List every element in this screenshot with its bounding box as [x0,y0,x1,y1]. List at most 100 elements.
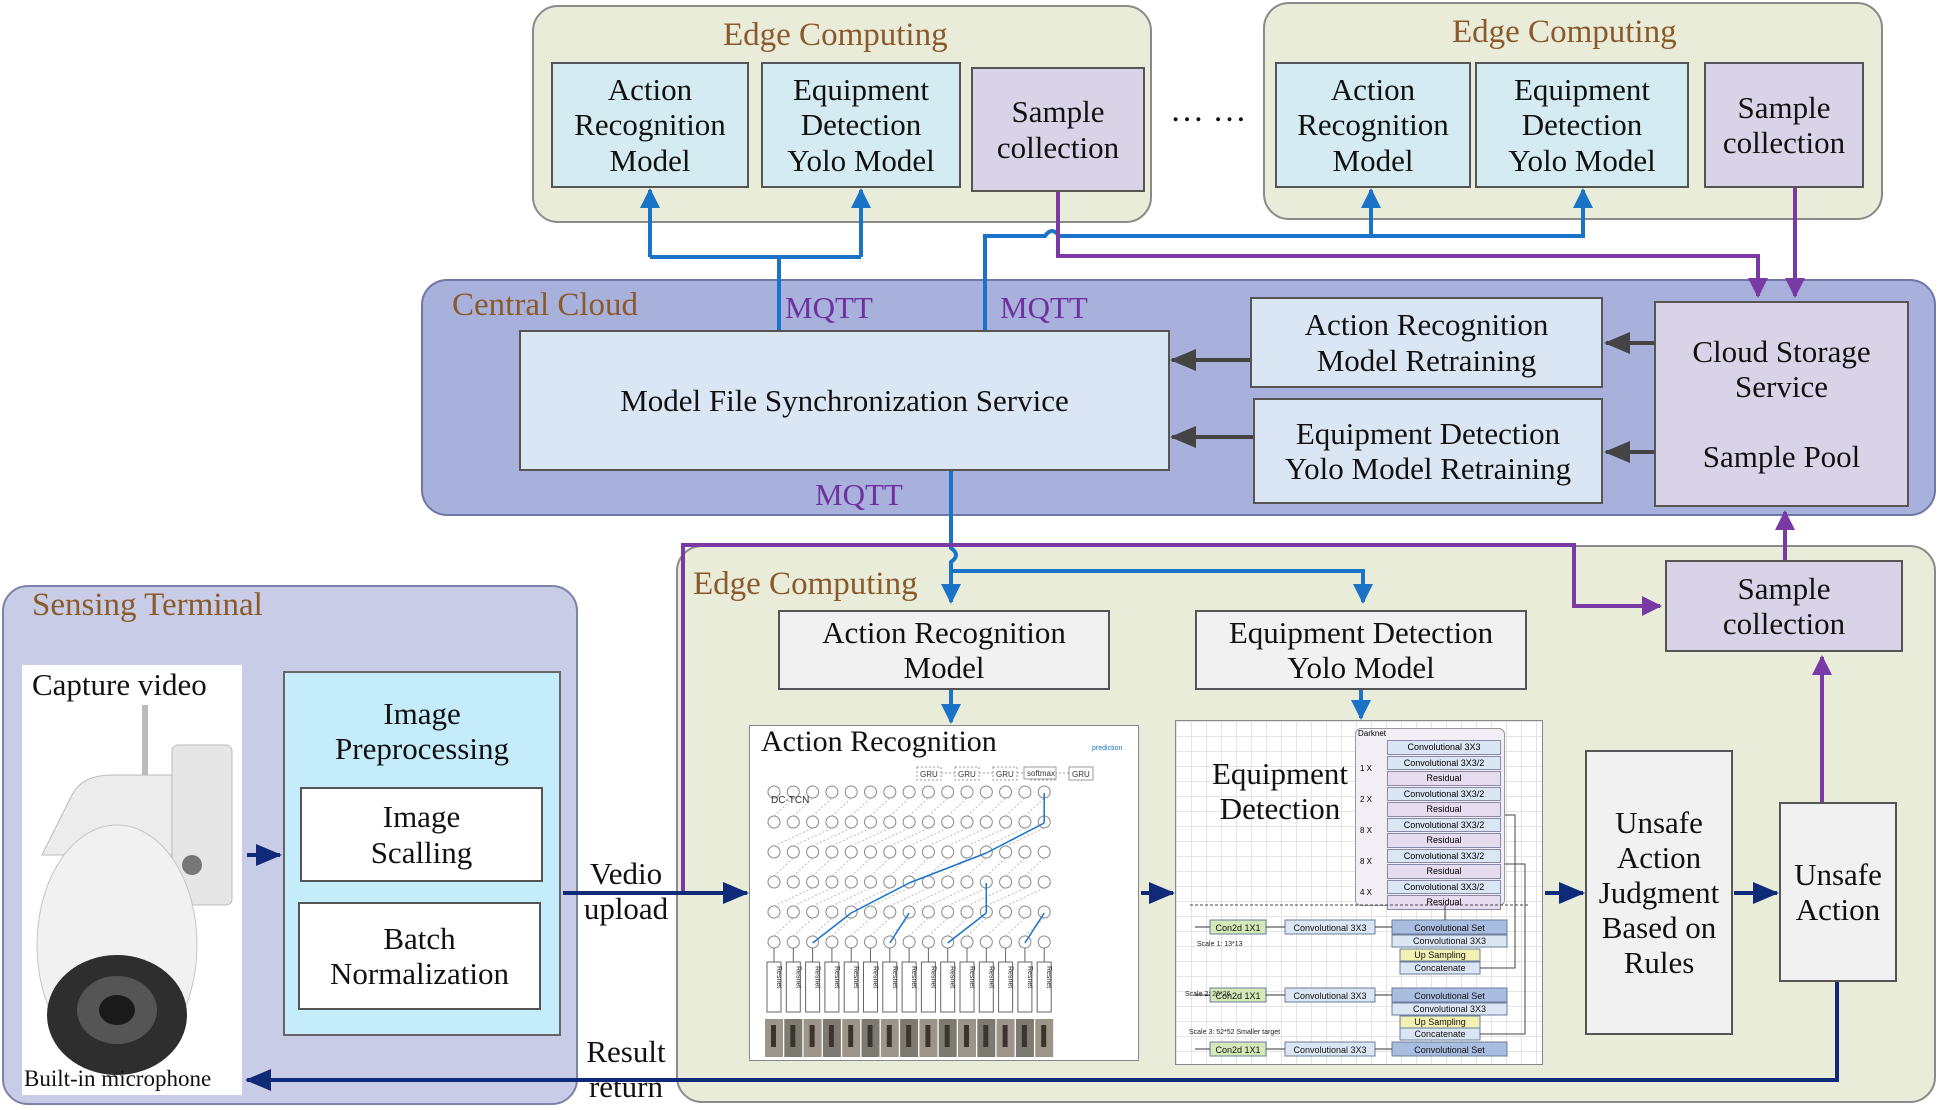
tcn-node [979,845,993,859]
mqtt-label-3: MQTT [815,477,903,512]
gru-label: GRU [920,770,938,779]
tcn-node [786,845,800,859]
tcn-node [1018,905,1032,919]
action-recognition-panel-title: Action Recognition [761,725,997,758]
con2d-box-label: Con2d 1X1 [1215,1045,1260,1055]
tcn-node [999,845,1013,859]
tcn-node [999,815,1013,829]
tcn-node [883,905,897,919]
gru-label: GRU [958,770,976,779]
tcn-node [883,845,897,859]
darknet-residual-row: Residual [1387,771,1501,786]
tcn-node [1018,845,1032,859]
tcn-dilation-link [908,852,987,884]
edge-computing-title-top-right: Edge Computing [1452,14,1677,50]
resnet-label: Resnet [872,966,879,988]
cloud-storage-sample-pool-box: Cloud Storage Service Sample Pool [1654,301,1909,507]
sample-collection-box-bottom: Sample collection [1665,560,1903,652]
tcn-node [883,815,897,829]
conv-set-box-label: Convolutional Set [1414,1045,1485,1055]
darknet-conv-row: Convolutional 3X3 [1387,740,1501,755]
action-model-retraining-box: Action Recognition Model Retraining [1250,297,1603,388]
tcn-node [1037,905,1051,919]
tcn-node [806,785,820,799]
tcn-node [979,785,993,799]
mqtt-label-2: MQTT [1000,290,1088,325]
darknet-conv-row: Convolutional 3X3/2 [1387,879,1501,894]
concatenate-box-label: Concatenate [1414,1029,1465,1039]
tcn-node [806,845,820,859]
darknet-conv-row: Convolutional 3X3/2 [1387,786,1501,801]
resnet-label: Resnet [1026,966,1033,988]
image-preprocessing-title: Image Preprocessing [335,695,509,766]
result-return-label: Result return [586,1033,666,1104]
sensing-terminal-title: Sensing Terminal [32,587,263,623]
resnet-label: Resnet [1007,966,1014,988]
darknet-conv-row: Convolutional 3X3/2 [1387,848,1501,863]
tcn-node [941,785,955,799]
equipment-model-retraining-box: Equipment Detection Yolo Model Retrainin… [1253,398,1603,504]
sample-collection-box-tr: Sample collection [1704,62,1864,188]
unsafe-action-box: Unsafe Action [1779,802,1897,982]
darknet-conv-row: Convolutional 3X3/2 [1387,817,1501,832]
gru-box [954,766,980,781]
central-cloud-title: Central Cloud [452,287,639,323]
conv-set-box-label: Convolutional Set [1414,991,1485,1001]
darknet-multiplier: 8 X [1360,857,1373,866]
scale-3-label: Scale 3: 52*52 Smaller target [1189,1029,1280,1036]
gru-label: GRU [1072,770,1090,779]
sample-collection-box-tl: Sample collection [971,67,1145,192]
darknet-title: Darknet [1358,729,1387,738]
tcn-node [786,815,800,829]
tcn-node [806,905,820,919]
resnet-label: Resnet [949,966,956,988]
tcn-node [786,905,800,919]
darknet-conv-row: Convolutional 3X3/2 [1387,755,1501,770]
resnet-label: Resnet [987,966,994,988]
gru-box [1068,766,1094,781]
darknet-residual-row: Residual [1387,895,1501,910]
built-in-microphone-label: Built-in microphone [24,1066,212,1091]
action-recognition-model-box-tl: Action Recognition Model [551,62,749,188]
equipment-detection-model-box-tl: Equipment Detection Yolo Model [761,62,961,188]
con2d-box-label: Con2d 1X1 [1215,991,1260,1001]
capture-video-label: Capture video [32,667,207,702]
equipment-detection-panel-title: Equipment Detection [1211,755,1349,826]
conv3x3-box-label: Convolutional 3X3 [1413,1004,1486,1014]
up-sampling-box-label: Up Sampling [1414,950,1466,960]
resnet-label: Resnet [833,966,840,988]
darknet-residual-row: Residual [1387,864,1501,879]
tcn-node [960,785,974,799]
tcn-dilation-link [1024,912,1045,944]
scale-1-label: Scale 1: 13*13 [1197,941,1243,948]
tcn-dilation-link [889,912,910,944]
video-upload-label: Vedio upload [583,855,669,926]
tcn-node [902,845,916,859]
camera-icon [36,705,233,1075]
tcn-node [825,785,839,799]
tcn-dilation-link [947,912,987,944]
scale-2-label: Scale 2: 26*26 [1185,991,1231,998]
darknet-residual-row: Residual [1387,833,1501,848]
dc-tcn-network-diagram: GRUGRUGRUGRUGRUResnetResnetResnetResnetR… [765,745,1122,1057]
conv3x3-box-label: Convolutional 3X3 [1293,923,1366,933]
prediction-label: prediction [1092,745,1122,752]
tcn-node [1037,875,1051,889]
tcn-node [902,785,916,799]
tcn-dilation-link [985,822,1045,854]
edge-computing-title-bottom: Edge Computing [693,566,918,602]
conv-set-box-label: Convolutional Set [1414,923,1485,933]
tcn-node [806,875,820,889]
equipment-detection-model-box-tr: Equipment Detection Yolo Model [1475,62,1689,188]
tcn-node [902,815,916,829]
action-recognition-model-box-tr: Action Recognition Model [1275,62,1471,188]
mqtt-label-1: MQTT [785,290,873,325]
resnet-label: Resnet [891,966,898,988]
model-file-sync-service-box: Model File Synchronization Service [519,330,1170,471]
concatenate-box-label: Concatenate [1414,963,1465,973]
resnet-label: Resnet [814,966,821,988]
equipment-detection-model-box-bottom: Equipment Detection Yolo Model [1195,610,1527,690]
up-sampling-box [1399,948,1481,962]
tcn-node [1037,845,1051,859]
